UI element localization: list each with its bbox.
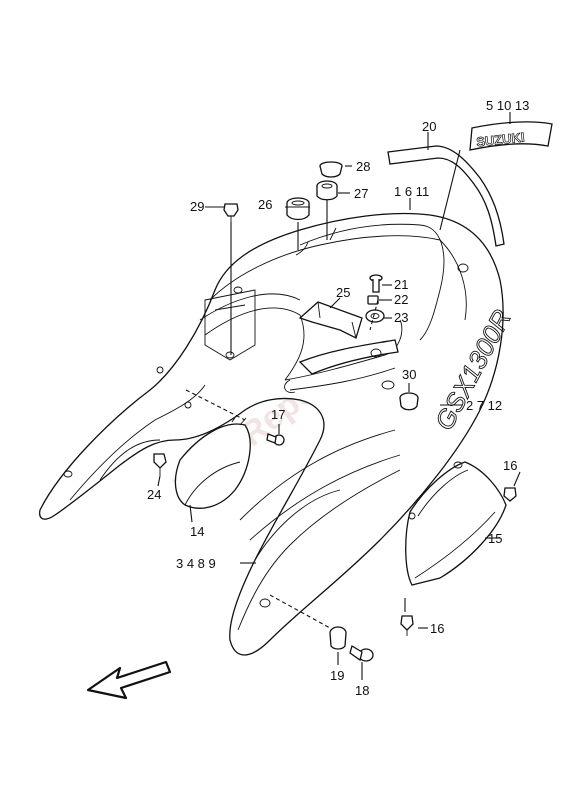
label-23: 23	[394, 310, 408, 325]
clip-16-upper	[503, 487, 517, 502]
suzuki-emblem: SUZUKI	[469, 121, 553, 151]
grommet-27	[316, 180, 338, 201]
label-29: 29	[190, 199, 204, 214]
emblem-text: SUZUKI	[476, 130, 526, 150]
label-28: 28	[356, 159, 370, 174]
label-15: 15	[488, 531, 502, 546]
label-2-7-12: 2 7 12	[466, 398, 502, 413]
label-22: 22	[394, 292, 408, 307]
grommet-19	[329, 626, 347, 650]
label-5-10-13: 5 10 13	[486, 98, 529, 113]
screw-17	[266, 433, 285, 446]
nut-22	[367, 295, 379, 305]
bracket-25	[298, 301, 363, 339]
label-24: 24	[147, 487, 161, 502]
screw-21	[369, 274, 383, 293]
leader-lines	[157, 112, 521, 680]
label-14: 14	[190, 524, 204, 539]
label-18: 18	[355, 683, 369, 698]
tail-brace	[284, 339, 399, 393]
label-27: 27	[354, 186, 368, 201]
grab-rail	[387, 145, 505, 247]
clip-29	[223, 203, 239, 222]
grommet-30	[399, 392, 419, 411]
front-direction-arrow-icon	[86, 660, 172, 700]
side-panel-15	[405, 461, 507, 586]
pouch-14	[174, 415, 251, 509]
label-1-6-11: 1 6 11	[394, 184, 429, 199]
grommet-26	[286, 197, 310, 221]
clip-24	[153, 453, 167, 476]
label-21: 21	[394, 277, 408, 292]
label-30: 30	[402, 367, 416, 382]
label-16-upper: 16	[503, 458, 517, 473]
label-25: 25	[336, 285, 350, 300]
label-20: 20	[422, 119, 436, 134]
grommet-23	[365, 309, 385, 323]
screw-18	[349, 645, 374, 662]
cap-28	[319, 161, 343, 178]
label-19: 19	[330, 668, 344, 683]
clip-16-lower	[400, 615, 414, 636]
label-26: 26	[258, 197, 272, 212]
label-17: 17	[271, 407, 285, 422]
label-3-4-8-9: 3 4 8 9	[176, 556, 216, 571]
label-16-lower: 16	[430, 621, 444, 636]
